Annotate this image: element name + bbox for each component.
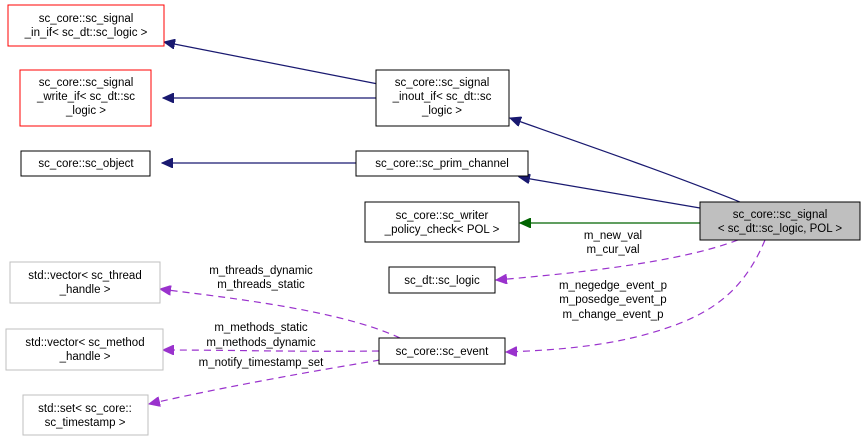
- edge-signal-to-logic: [496, 239, 739, 280]
- node-sc-signal-inout-if[interactable]: sc_core::sc_signal _inout_if< sc_dt::sc …: [375, 69, 510, 127]
- node-sc-logic-line-1: sc_dt::sc_logic: [404, 275, 480, 287]
- node-sc-event-line-1: sc_core::sc_event: [396, 346, 489, 358]
- node-sc-prim-channel[interactable]: sc_core::sc_prim_channel: [355, 150, 529, 177]
- node-sc-signal-inout-if-line-1: sc_core::sc_signal: [395, 77, 490, 89]
- node-sc-signal-write-if-line-2: _write_if< sc_dt::sc: [36, 91, 135, 103]
- edge-label-threads: m_threads_dynamic m_threads_static: [209, 265, 313, 291]
- node-sc-prim-channel-line-1: sc_core::sc_prim_channel: [375, 158, 509, 170]
- node-sc-object[interactable]: sc_core::sc_object: [20, 150, 151, 177]
- edge-label-change: m_change_event_p: [562, 309, 663, 321]
- edge-event-to-vec-thread: [160, 289, 401, 339]
- edge-label-val: m_new_val m_cur_val: [584, 230, 642, 256]
- node-sc-signal-inout-if-line-3: _logic >: [421, 105, 462, 117]
- edge-label-timestamp: m_notify_timestamp_set: [199, 357, 324, 369]
- node-sc-writer-policy-check-line-1: sc_core::sc_writer: [396, 210, 489, 222]
- edge-signal-to-prim-channel: [519, 177, 701, 209]
- edge-inout-if-to-in-if: [164, 42, 379, 85]
- edge-label-cur-val: m_cur_val: [586, 244, 639, 256]
- edge-label-posedge: m_posedge_event_p: [559, 294, 666, 306]
- edge-label-methods-static: m_methods_static: [214, 322, 308, 334]
- node-set-timestamp-line-1: std::set< sc_core::: [38, 403, 132, 415]
- edge-label-new-val: m_new_val: [584, 230, 642, 242]
- node-vector-thread-handle-line-2: _handle >: [59, 284, 111, 296]
- node-sc-signal-logic-line-1: sc_core::sc_signal: [733, 209, 828, 221]
- edge-signal-to-inout-if: [510, 118, 741, 203]
- node-vector-thread-handle-line-1: std::vector< sc_thread: [28, 270, 141, 282]
- node-vector-thread-handle[interactable]: std::vector< sc_thread _handle >: [9, 261, 161, 304]
- edge-event-to-set-timestamp: [149, 359, 381, 404]
- node-sc-object-line-1: sc_core::sc_object: [38, 158, 134, 170]
- edge-signal-to-event: [506, 239, 766, 352]
- edge-labels: m_new_val m_cur_val m_negedge_event_p m_…: [199, 230, 667, 369]
- edge-label-notify-timestamp-set: m_notify_timestamp_set: [199, 357, 324, 369]
- edge-label-methods-dynamic: m_methods_dynamic: [206, 337, 316, 349]
- edge-label-threads-static: m_threads_static: [217, 279, 305, 291]
- node-sc-signal-in-if-line-1: sc_core::sc_signal: [39, 13, 134, 25]
- edge-label-events: m_negedge_event_p m_posedge_event_p m_ch…: [559, 280, 667, 321]
- node-sc-signal-logic[interactable]: sc_core::sc_signal < sc_dt::sc_logic, PO…: [699, 201, 861, 241]
- node-sc-event[interactable]: sc_core::sc_event: [378, 337, 506, 365]
- node-sc-signal-write-if-line-1: sc_core::sc_signal: [39, 77, 134, 89]
- edge-label-methods: m_methods_static m_methods_dynamic: [206, 322, 316, 349]
- node-sc-signal-in-if-line-2: _in_if< sc_dt::sc_logic >: [24, 27, 148, 39]
- edge-label-threads-dynamic: m_threads_dynamic: [209, 265, 313, 277]
- node-vector-method-handle-line-1: std::vector< sc_method: [25, 337, 144, 349]
- diagram-edges: [149, 42, 766, 404]
- edge-label-negedge: m_negedge_event_p: [559, 280, 667, 292]
- node-sc-signal-logic-line-2: < sc_dt::sc_logic, POL >: [718, 223, 843, 235]
- node-sc-signal-write-if-line-3: _logic >: [65, 105, 106, 117]
- node-set-timestamp-line-2: sc_timestamp >: [45, 417, 126, 429]
- node-vector-method-handle-line-2: _handle >: [59, 351, 111, 363]
- node-sc-writer-policy-check-line-2: _policy_check< POL >: [384, 224, 500, 236]
- node-sc-signal-in-if[interactable]: sc_core::sc_signal _in_if< sc_dt::sc_log…: [7, 4, 165, 47]
- node-sc-signal-write-if[interactable]: sc_core::sc_signal _write_if< sc_dt::sc …: [19, 69, 152, 127]
- node-sc-signal-inout-if-line-2: _inout_if< sc_dt::sc: [392, 91, 492, 103]
- diagram-nodes: sc_core::sc_signal _in_if< sc_dt::sc_log…: [5, 4, 861, 436]
- node-sc-logic[interactable]: sc_dt::sc_logic: [388, 266, 496, 294]
- node-vector-method-handle[interactable]: std::vector< sc_method _handle >: [5, 328, 164, 371]
- edge-event-to-vec-method: [163, 350, 380, 351]
- node-set-timestamp[interactable]: std::set< sc_core:: sc_timestamp >: [22, 394, 149, 436]
- node-sc-writer-policy-check[interactable]: sc_core::sc_writer _policy_check< POL >: [364, 201, 520, 243]
